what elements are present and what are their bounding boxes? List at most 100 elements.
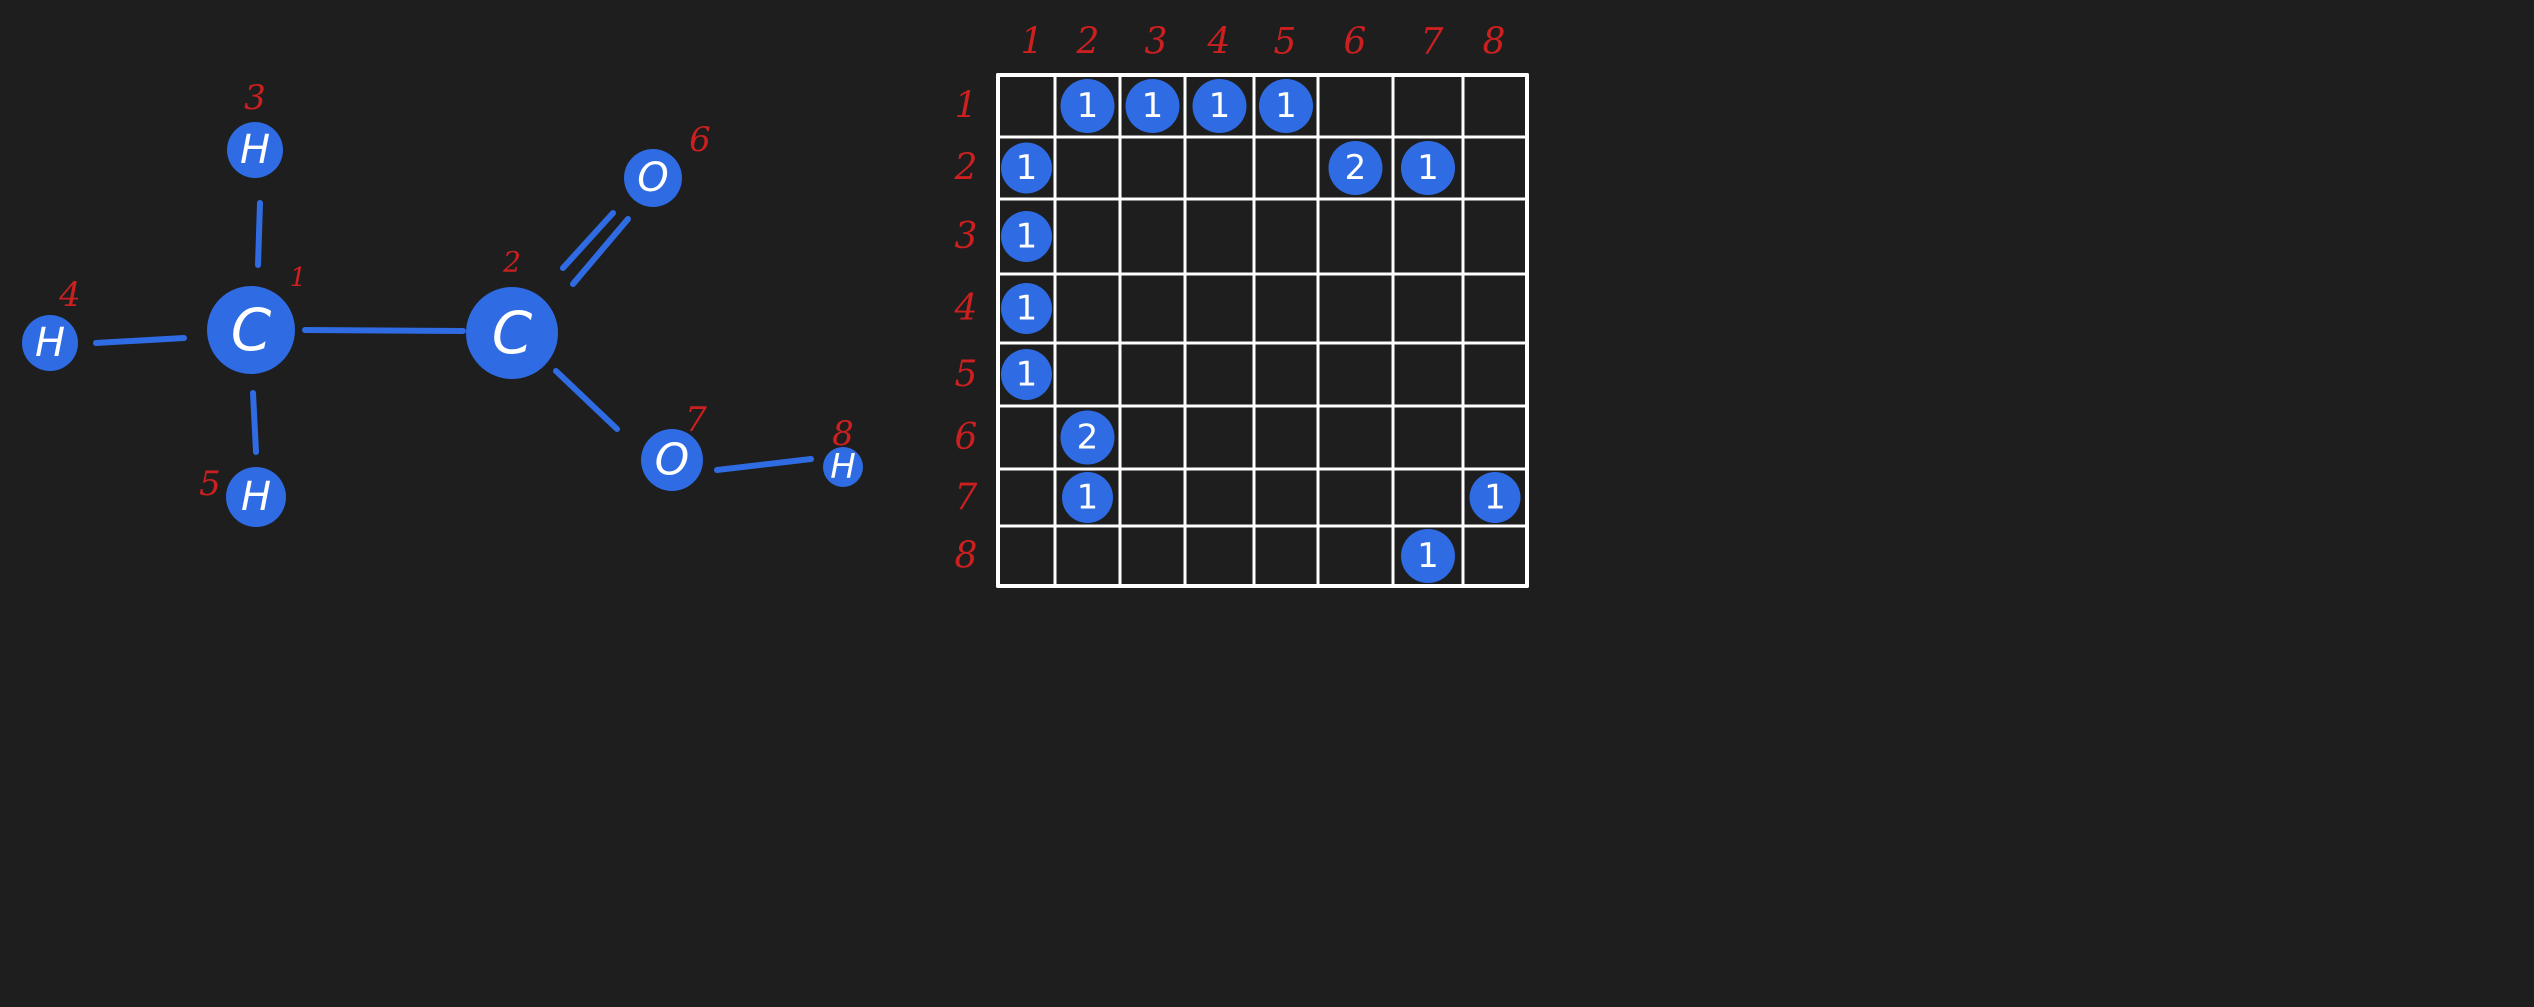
matrix-cell-2-6: 2 [1328, 141, 1383, 195]
cell-marker [1062, 472, 1113, 523]
bond-7-8 [714, 456, 814, 473]
atom-circle [466, 287, 558, 379]
row-header-4: 4 [954, 288, 978, 329]
row-header-8: 8 [955, 536, 978, 577]
column-header-2: 2 [1076, 22, 1100, 63]
atom-8: H8 [823, 414, 863, 487]
column-header-5: 5 [1274, 22, 1297, 63]
atom-circle [823, 447, 863, 487]
cell-value: 1 [1417, 536, 1439, 576]
atom-number-label: 7 [685, 400, 707, 440]
atom-symbol: O [637, 155, 668, 201]
cell-marker [1001, 349, 1052, 400]
column-header-8: 8 [1483, 22, 1506, 63]
cell-value: 1 [1209, 86, 1231, 126]
bonds-layer [93, 200, 814, 473]
matrix-cell-4-1: 1 [1001, 283, 1052, 334]
cell-value: 1 [1077, 478, 1099, 518]
atom-symbol: H [35, 320, 65, 366]
matrix-cell-1-3: 1 [1125, 79, 1180, 133]
atom-symbol: O [655, 435, 690, 486]
matrix-cell-6-2: 2 [1060, 410, 1115, 465]
atom-number-label: 3 [244, 78, 266, 118]
bond-2-6-line-2 [570, 216, 631, 287]
bond-2-6-line-1 [560, 210, 616, 271]
atom-number-label: 2 [502, 246, 521, 279]
atom-symbol: C [492, 299, 533, 367]
atom-number-label: 5 [199, 464, 221, 504]
atom-circle [226, 467, 286, 527]
row-header-7: 7 [955, 477, 978, 518]
cell-marker [1328, 141, 1383, 195]
bond-2-7 [553, 368, 620, 432]
atom-number-label: 1 [290, 263, 307, 293]
atom-circle [207, 286, 295, 374]
cell-value: 1 [1016, 289, 1038, 329]
atom-5: H5 [199, 464, 286, 527]
matrix-cell-5-1: 1 [1001, 349, 1052, 400]
matrix-cell-8-7: 1 [1401, 529, 1455, 583]
cell-value: 1 [1484, 478, 1506, 518]
atom-circle [227, 122, 283, 178]
bond-1-2 [302, 327, 466, 334]
bond-1-4 [93, 335, 187, 346]
cell-marker [1001, 142, 1052, 194]
row-header-2: 2 [954, 148, 978, 189]
matrix-cell-2-1: 1 [1001, 142, 1052, 194]
atom-number-label: 8 [832, 414, 854, 454]
atom-2: C2 [466, 246, 558, 379]
atom-1: C1 [207, 263, 306, 374]
atom-4: H4 [22, 275, 81, 371]
matrix-row-headers: 1 2 3 4 5 6 7 8 [954, 86, 978, 577]
row-header-1: 1 [955, 86, 978, 127]
cell-value: 1 [1142, 86, 1164, 126]
cell-value: 1 [1016, 148, 1038, 188]
matrix-cell-1-5: 1 [1259, 79, 1313, 133]
cell-value: 2 [1345, 148, 1367, 188]
column-header-4: 4 [1207, 22, 1231, 63]
cell-value: 1 [1016, 217, 1038, 257]
cell-marker [1125, 79, 1180, 133]
atom-symbol: H [241, 474, 271, 520]
matrix-cell-1-4: 1 [1192, 79, 1247, 133]
atom-circle [641, 429, 703, 491]
atom-6: O6 [624, 120, 711, 207]
cell-value: 2 [1077, 418, 1099, 458]
cell-value: 1 [1275, 86, 1297, 126]
atom-3: H3 [227, 78, 283, 178]
row-header-3: 3 [955, 216, 978, 257]
atom-number-label: 6 [689, 120, 711, 160]
cell-marker [1401, 141, 1455, 195]
matrix-cell-3-1: 1 [1001, 211, 1052, 262]
column-header-1: 1 [1021, 22, 1044, 63]
column-header-3: 3 [1145, 22, 1168, 63]
cell-value: 1 [1016, 355, 1038, 395]
atom-7: O7 [641, 400, 707, 491]
column-header-6: 6 [1344, 22, 1367, 63]
bond-1-5 [250, 390, 259, 455]
atom-number-label: 4 [58, 275, 81, 315]
atom-circle [22, 315, 78, 371]
atom-symbol: C [231, 296, 272, 364]
matrix-cell-7-2: 1 [1062, 472, 1113, 523]
row-header-5: 5 [955, 354, 978, 395]
cell-marker [1259, 79, 1313, 133]
cell-marker [1001, 283, 1052, 334]
cell-marker [1192, 79, 1247, 133]
matrix-grid [996, 73, 1529, 588]
cell-marker [1060, 79, 1115, 133]
cell-value: 1 [1417, 148, 1439, 188]
matrix-cell-2-7: 1 [1401, 141, 1455, 195]
atom-symbol: H [830, 447, 856, 487]
cell-value: 1 [1077, 86, 1099, 126]
column-header-7: 7 [1421, 22, 1444, 63]
row-header-6: 6 [955, 417, 978, 458]
matrix-cell-7-8: 1 [1469, 472, 1521, 523]
cell-marker [1060, 410, 1115, 465]
matrix-cell-1-2: 1 [1060, 79, 1115, 133]
